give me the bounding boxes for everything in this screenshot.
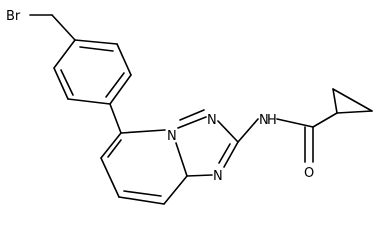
atom-label-h-amide: H (267, 113, 277, 128)
molecule-diagram: Br N N N N H O (6, 9, 373, 205)
atom-label-br: Br (6, 9, 21, 24)
atom-label-n-top: N (207, 113, 217, 128)
atom-label-n-amide: N (259, 113, 269, 128)
bond-triazole-nh (237, 118, 259, 143)
structure-canvas: Br N N N N H O (6, 9, 373, 205)
phenyl-ring (53, 39, 132, 105)
atom-label-n-bottom: N (213, 169, 223, 184)
bond-phenyl-pyridine (109, 103, 122, 134)
bond-ch2-ring (51, 14, 76, 41)
atom-label-o: O (304, 166, 314, 181)
triazole-ring (177, 109, 239, 177)
pyridine-ring (100, 129, 188, 205)
bond-carbonyl-cyclopropyl (312, 112, 338, 128)
cyclopropyl-ring (332, 88, 373, 114)
atom-label-n-bridge: N (167, 129, 177, 144)
bond-nh-carbonyl (276, 118, 314, 128)
